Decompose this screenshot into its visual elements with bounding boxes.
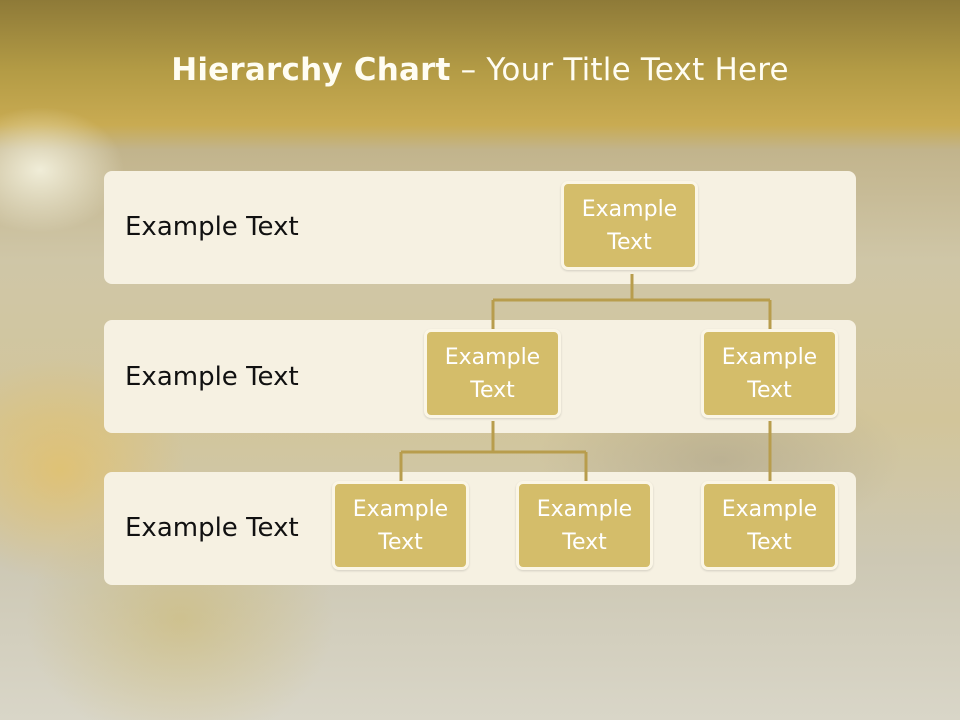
connector-root-to-level2 — [491, 274, 772, 330]
node-level3-a[interactable]: Example Text — [332, 481, 469, 570]
level-band-1 — [104, 171, 856, 284]
node-level3-b[interactable]: Example Text — [516, 481, 653, 570]
title-rest: – Your Title Text Here — [450, 52, 789, 88]
connector-left-to-level3 — [399, 421, 588, 482]
node-root[interactable]: Example Text — [561, 181, 698, 270]
level-label-3: Example Text — [125, 513, 299, 543]
node-level3-c[interactable]: Example Text — [701, 481, 838, 570]
level-label-2: Example Text — [125, 362, 299, 392]
node-level2-right[interactable]: Example Text — [701, 329, 838, 418]
title-bold: Hierarchy Chart — [171, 52, 451, 88]
level-label-1: Example Text — [125, 212, 299, 242]
node-level2-left[interactable]: Example Text — [424, 329, 561, 418]
slide-title: Hierarchy Chart – Your Title Text Here — [0, 52, 960, 88]
